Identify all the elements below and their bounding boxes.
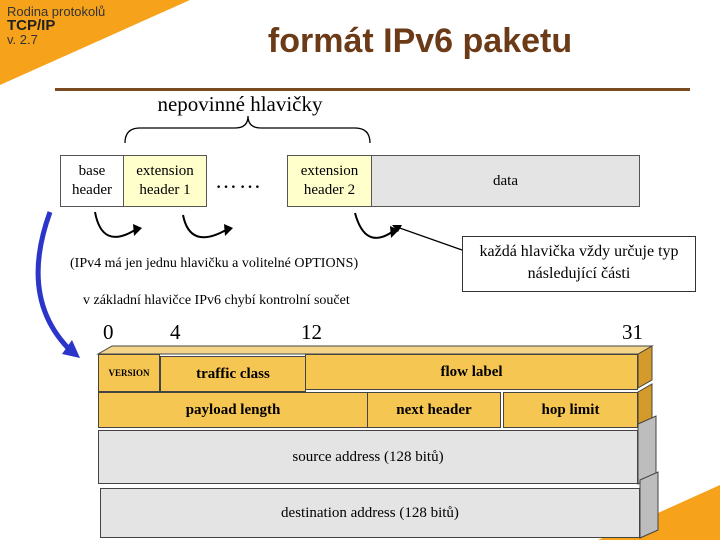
page-title: formát IPv6 paketu [267,22,573,60]
next-header-arrows [94,211,393,239]
header-top-face [96,345,654,355]
title-underline [55,88,690,91]
extension-header-1-box: extension header 1 [123,155,207,207]
bit-12-label: 12 [301,320,322,344]
traffic-class-field: traffic class [160,356,306,392]
blue-arrowhead-icon [62,340,80,358]
curved-arrow-icon [182,214,227,239]
bit-0-label: 0 [103,320,114,344]
version-label: VERSION [108,368,150,378]
row4-side-face [639,471,659,539]
extension-header-1-label: extension header 1 [136,163,194,198]
callout-pointer-line [393,225,463,251]
ellipsis: …… [215,168,263,193]
next-header-field: next header [367,392,501,428]
optional-headers-label: nepovinné hlavičky [157,92,323,116]
flow-label-label: flow label [440,363,503,380]
version-field: VERSION [98,354,160,392]
destination-address-label: destination address (128 bitů) [281,504,459,521]
series-label: Rodina protokolů TCP/IP v. 2.7 [7,5,105,47]
traffic-class-label: traffic class [196,365,270,382]
extension-header-2-label: extension header 2 [300,163,359,198]
next-header-label: next header [396,401,472,418]
series-line: Rodina protokolů [7,4,106,19]
payload-length-field: payload length [98,392,368,428]
top-left-corner-shape [0,0,190,85]
arrowhead-icon [133,224,142,236]
ipv4-note: (IPv4 má jen jednu hlavičku a volitelné … [70,256,359,271]
hop-limit-label: hop limit [541,401,600,418]
arrowhead-icon [224,224,233,236]
checksum-note: v základní hlavičce IPv6 chybí kontrolní… [83,293,350,308]
data-label: data [493,172,518,189]
base-header-expansion-arrow [35,211,74,354]
data-box: data [371,155,640,207]
source-address-field: source address (128 bitů) [98,430,638,484]
base-header-box: base header [60,155,124,207]
callout-note: každá hlavička vždy určuje typ následují… [462,236,696,292]
extension-header-2-box: extension header 2 [287,155,372,207]
source-address-label: source address (128 bitů) [292,448,444,465]
flow-label-field: flow label [305,354,638,390]
curved-arrow-icon [94,211,136,238]
payload-length-label: payload length [185,401,281,418]
bit-4-label: 4 [170,320,181,344]
series-protocol: TCP/IP [7,17,56,34]
curved-arrow-icon [354,212,393,239]
hop-limit-field: hop limit [503,392,638,428]
series-version: v. 2.7 [7,32,38,47]
bit-31-label: 31 [622,320,643,344]
optional-headers-brace [124,115,371,144]
callout-arrowhead-icon [392,225,402,232]
destination-address-field: destination address (128 bitů) [100,488,640,538]
base-header-label: base header [72,163,112,198]
